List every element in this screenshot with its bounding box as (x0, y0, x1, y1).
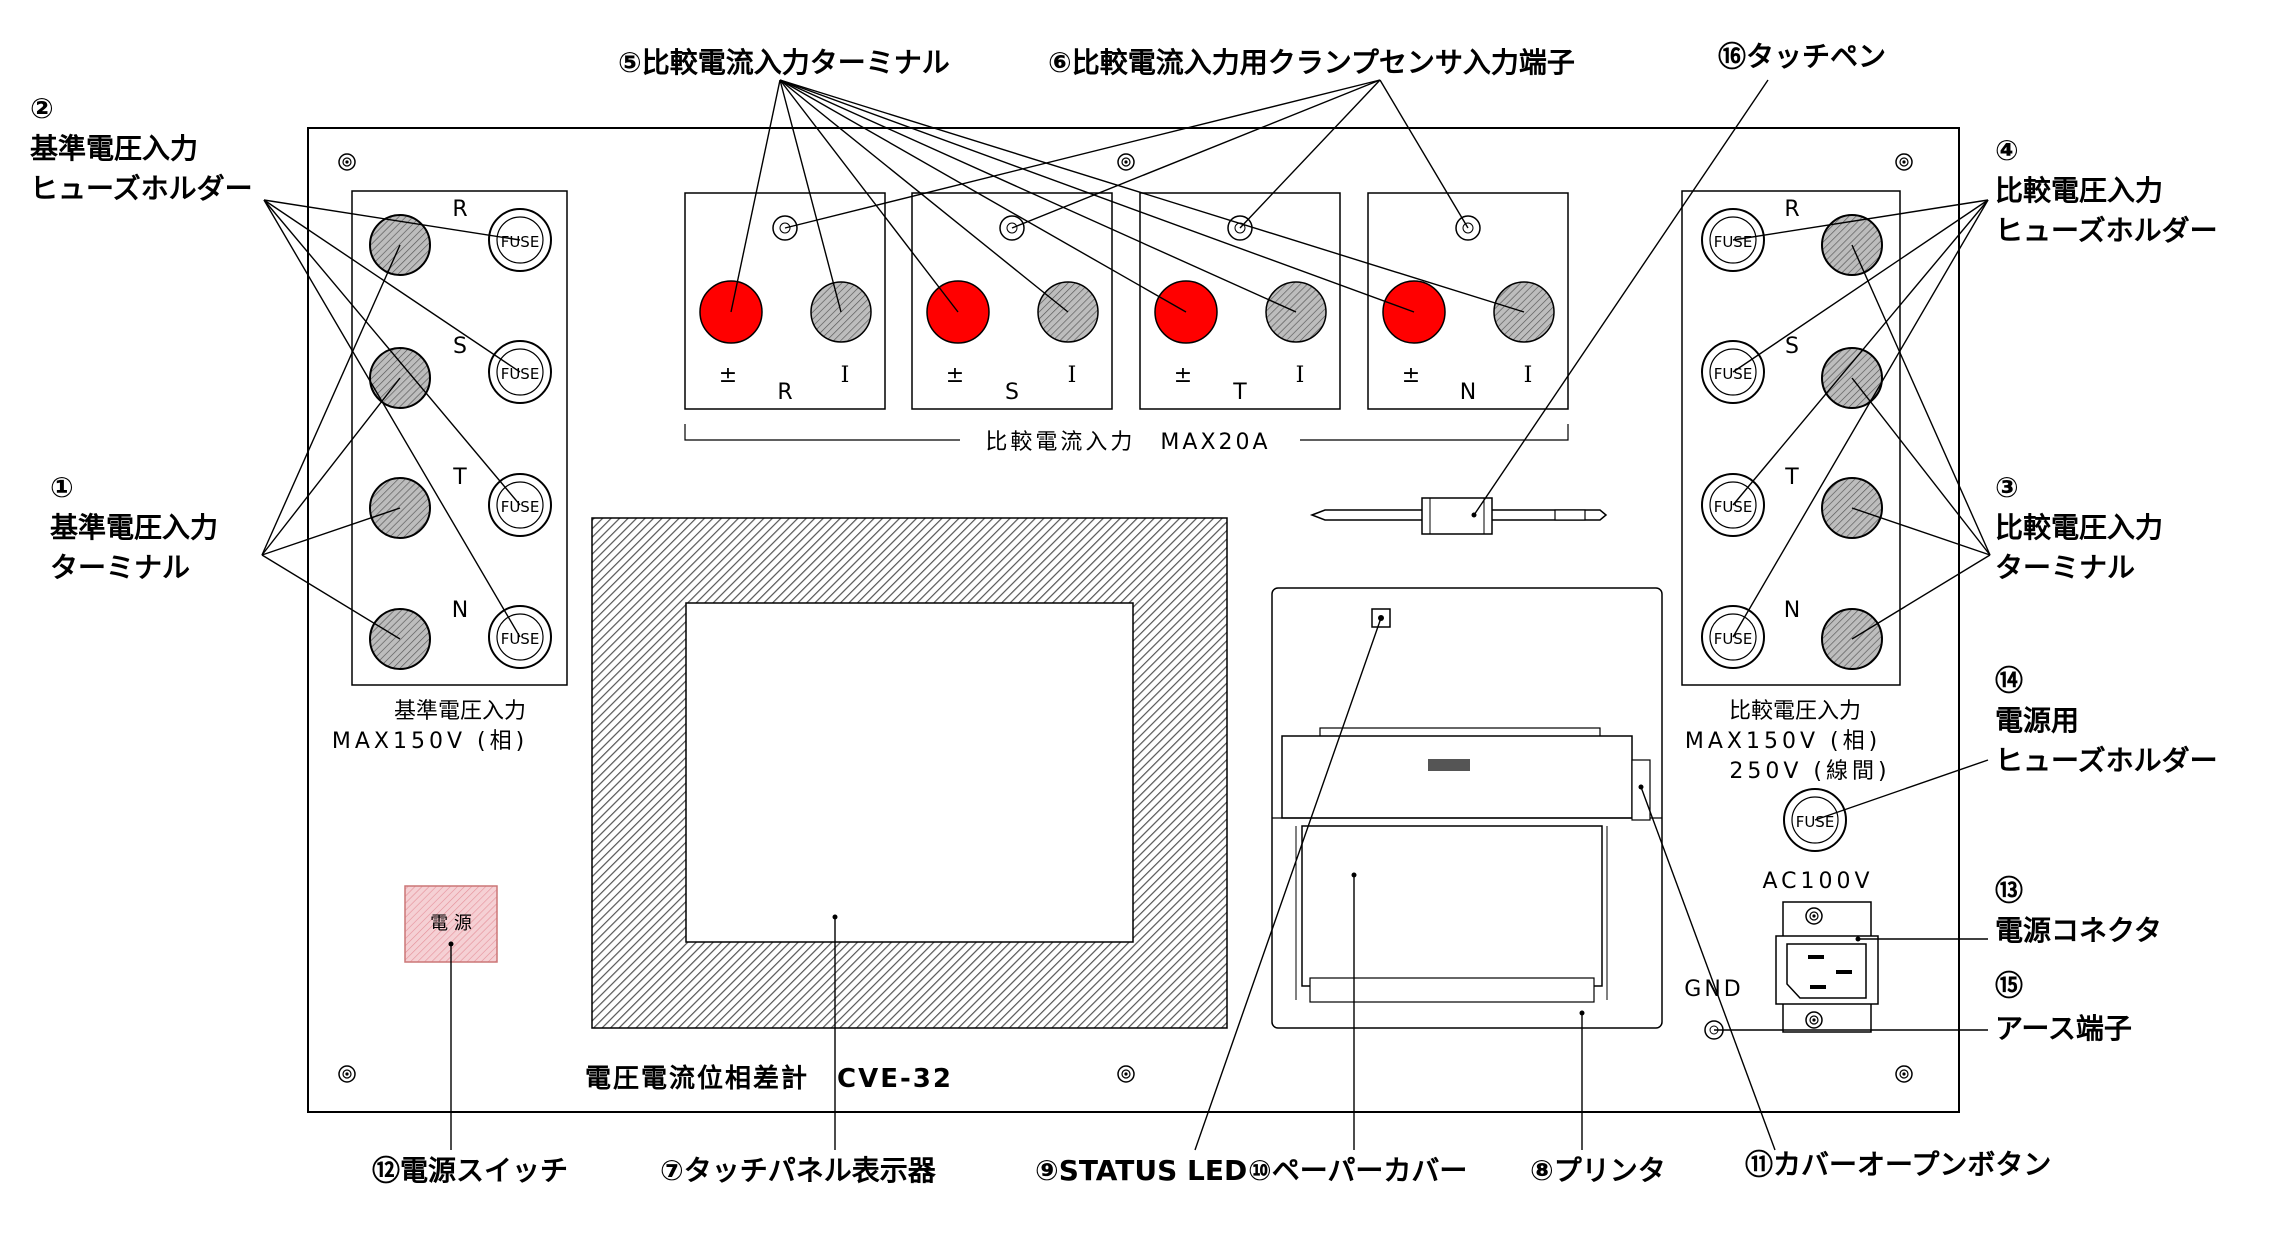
power-switch-label: 電 源 (430, 913, 472, 934)
callout-14-line1: 電源用 (1995, 704, 2079, 737)
svg-text:±: ± (719, 363, 737, 388)
ref-phase-r: R (452, 197, 467, 222)
svg-text:I: I (841, 363, 850, 388)
cmp-phase-s: S (1785, 334, 1799, 359)
svg-text:I: I (1068, 363, 1077, 388)
callout-4-line2: ヒューズホルダー (1995, 214, 2218, 247)
callout-4-number: ④ (1995, 134, 2019, 167)
cmp-phase-n: N (1784, 598, 1800, 623)
svg-text:FUSE: FUSE (501, 630, 540, 648)
svg-text:FUSE: FUSE (501, 498, 540, 516)
callout-3-line2: ターミナル (1995, 551, 2135, 584)
svg-text:±: ± (1402, 363, 1420, 388)
svg-text:I: I (1524, 363, 1533, 388)
svg-text:T: T (1232, 380, 1247, 405)
cmp-phase-r: R (1784, 197, 1799, 222)
callout-1-line2: ターミナル (50, 551, 190, 584)
svg-text:FUSE: FUSE (501, 365, 540, 383)
callout-9: ⑨STATUS LED (1035, 1154, 1247, 1187)
callout-13-number: ⑬ (1995, 874, 2023, 907)
printer-slot-mark (1428, 759, 1470, 771)
callout-13-line1: 電源コネクタ (1995, 914, 2162, 947)
callout-6: ⑥比較電流入力用クランプセンサ入力端子 (1048, 46, 1575, 79)
svg-text:FUSE: FUSE (501, 233, 540, 251)
callout-5: ⑤比較電流入力ターミナル (618, 46, 950, 79)
svg-text:I: I (1296, 363, 1305, 388)
svg-text:FUSE: FUSE (1714, 233, 1753, 251)
gnd-label: GND (1684, 977, 1743, 1002)
current-bracket-left (684, 424, 960, 441)
ref-voltage-max: MAX150V (相) (332, 729, 528, 754)
svg-text:FUSE: FUSE (1714, 498, 1753, 516)
ref-phase-t: T (452, 465, 467, 490)
svg-text:FUSE: FUSE (1714, 365, 1753, 383)
callout-15-number: ⑮ (1995, 969, 2023, 1002)
printer (1271, 587, 1663, 1029)
ref-phase-n: N (452, 598, 468, 623)
callout-12: ⑫電源スイッチ (372, 1154, 568, 1187)
printer-paper-slot (1281, 735, 1633, 819)
callout-4-line1: 比較電圧入力 (1995, 174, 2163, 207)
callout-11: ⑪カバーオープンボタン (1745, 1148, 2051, 1181)
cmp-phase-t: T (1784, 465, 1799, 490)
model-label: 電圧電流位相差計 CVE-32 (585, 1063, 953, 1094)
ref-voltage-label: 基準電圧入力 (394, 699, 526, 724)
svg-text:FUSE: FUSE (1796, 813, 1835, 831)
current-bracket-right (1300, 424, 1569, 441)
callout-labels: ② 基準電圧入力 ヒューズホルダー ① 基準電圧入力 ターミナル ⑤比較電流入力… (30, 40, 2218, 1187)
svg-text:FUSE: FUSE (1714, 630, 1753, 648)
callout-16: ⑯タッチペン (1718, 40, 1886, 73)
callout-2-line1: 基準電圧入力 (30, 132, 198, 165)
ac-voltage-label: AC100V (1762, 869, 1873, 894)
cover-open-button[interactable] (1631, 759, 1651, 821)
svg-text:R: R (777, 380, 792, 405)
callout-15-line1: アース端子 (1995, 1012, 2132, 1045)
callout-14-line2: ヒューズホルダー (1995, 744, 2218, 777)
svg-text:±: ± (946, 363, 964, 388)
callout-10: ⑩ペーパーカバー (1248, 1154, 1467, 1187)
ref-phase-s: S (453, 334, 467, 359)
cmp-voltage-line-max: 250V (線間) (1729, 759, 1890, 784)
svg-text:±: ± (1174, 363, 1192, 388)
touch-panel-screen[interactable] (685, 602, 1134, 943)
touch-pen[interactable] (1309, 497, 1608, 535)
callout-3-line1: 比較電圧入力 (1995, 511, 2163, 544)
cmp-voltage-label: 比較電圧入力 (1729, 699, 1861, 724)
svg-text:S: S (1005, 380, 1019, 405)
callout-2-number: ② (30, 92, 54, 125)
current-input-label: 比較電流入力 MAX20A (985, 430, 1270, 455)
leader-lines (261, 79, 1991, 1151)
paper-cover[interactable] (1301, 825, 1603, 987)
cmp-voltage-max: MAX150V (相) (1685, 729, 1881, 754)
callout-14-number: ⑭ (1995, 664, 2023, 697)
current-terminal-labels: ± ± ± ± I I I I R S T N (719, 363, 1533, 405)
power-connector[interactable] (1775, 901, 1879, 1033)
callout-3-number: ③ (1995, 471, 2019, 504)
callout-1-line1: 基準電圧入力 (50, 511, 218, 544)
callout-7: ⑦タッチパネル表示器 (660, 1154, 937, 1187)
callout-8: ⑧プリンタ (1530, 1154, 1666, 1187)
callout-1-number: ① (50, 471, 74, 504)
callout-2-line2: ヒューズホルダー (30, 172, 253, 205)
svg-text:N: N (1460, 380, 1476, 405)
